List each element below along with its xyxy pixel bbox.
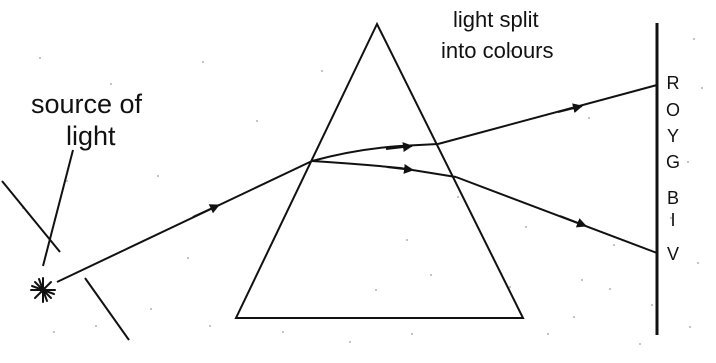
spectrum-letter-y: Y	[667, 126, 679, 146]
spectrum-letter-i: I	[670, 210, 675, 230]
source-label-line-1: source of	[31, 89, 143, 119]
spectrum-letter-v: V	[667, 244, 679, 264]
split-label-line-2: into colours	[441, 38, 554, 63]
spectrum-letter-b: B	[667, 188, 679, 208]
spectrum-letter-g: G	[666, 152, 680, 172]
split-label-line-1: light split	[453, 7, 539, 32]
spectrum-letter-o: O	[666, 100, 680, 120]
light-source-icon	[31, 278, 55, 302]
spectrum-letter-r: R	[667, 73, 680, 93]
source-label-line-2: light	[66, 121, 116, 151]
